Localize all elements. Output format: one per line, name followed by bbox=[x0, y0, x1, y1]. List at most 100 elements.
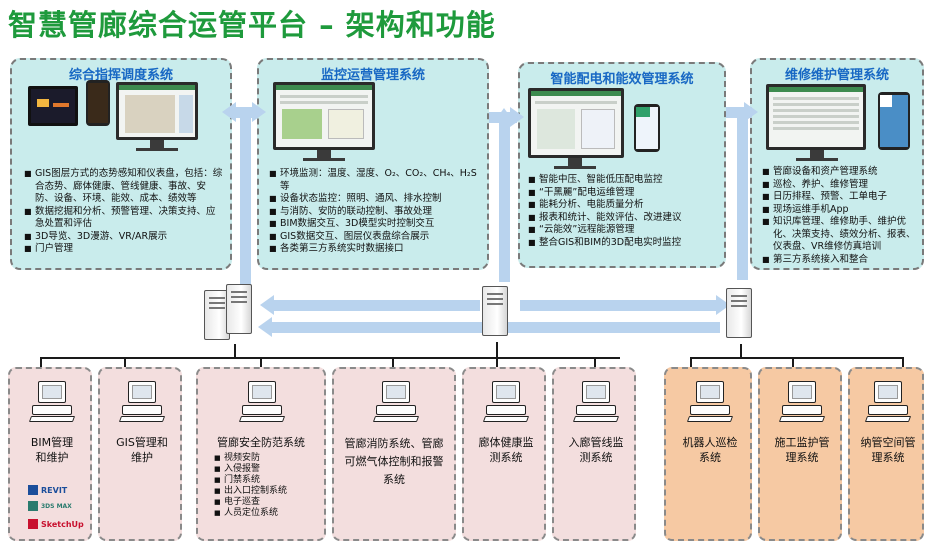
wire-line bbox=[234, 344, 236, 358]
list-item: 入侵报警 bbox=[214, 464, 287, 475]
computer-icon bbox=[372, 381, 420, 423]
arrow-head-icon bbox=[222, 102, 236, 122]
subsystem-gis: GIS管理和维护 bbox=[98, 367, 182, 541]
revit-logo: REVIT bbox=[28, 485, 67, 495]
computer-icon bbox=[864, 381, 912, 423]
panel-command-dispatch: 综合指挥调度系统 GIS图层方式的态势感知和仪表盘，包括：综合态势、廊体健康、管… bbox=[10, 58, 232, 270]
list-item: 智能中压、智能低压配电监控 bbox=[528, 174, 724, 187]
list-item: “干黑麗”配电运维管理 bbox=[528, 187, 724, 200]
list-item: 能耗分析、电能质量分析 bbox=[528, 199, 724, 212]
panel-monitoring-operations: 监控运营管理系统 环境监测：温度、湿度、O₂、CO₂、CH₄、H₂S等 设备状态… bbox=[257, 58, 489, 270]
list-item: 第三方系统接入和整合 bbox=[762, 254, 922, 267]
connector-arrow bbox=[737, 112, 748, 280]
3dsmax-logo: 3DS MAX bbox=[28, 501, 72, 511]
computer-icon bbox=[238, 381, 286, 423]
list-item: 3D导览、3D漫游、VR/AR展示 bbox=[24, 231, 224, 244]
computer-icon bbox=[778, 381, 826, 423]
phone-image bbox=[86, 80, 110, 126]
list-item: 环境监测：温度、湿度、O₂、CO₂、CH₄、H₂S等 bbox=[269, 168, 483, 193]
feature-list: 视频安防 入侵报警 门禁系统 出入口控制系统 电子巡查 人员定位系统 bbox=[214, 453, 287, 519]
connector-arrow bbox=[499, 120, 510, 282]
monitor-image bbox=[28, 86, 78, 126]
panel-title: 监控运营管理系统 bbox=[320, 68, 425, 83]
feature-list: 智能中压、智能低压配电监控 “干黑麗”配电运维管理 能耗分析、电能质量分析 报表… bbox=[528, 174, 724, 249]
wire-line bbox=[40, 357, 620, 359]
feature-list: 环境监测：温度、湿度、O₂、CO₂、CH₄、H₂S等 设备状态监控：照明、通风、… bbox=[269, 168, 483, 256]
max-label: 3DS MAX bbox=[41, 502, 72, 510]
list-item: 知识库管理、维修助手、维护优化、决策支持、绩效分析、报表、仪表盘、VR维修仿真培… bbox=[762, 216, 922, 254]
subsystem-security: 管廊安全防范系统 视频安防 入侵报警 门禁系统 出入口控制系统 电子巡查 人员定… bbox=[196, 367, 326, 541]
arrow-head-icon bbox=[260, 295, 274, 315]
list-item: 各类第三方系统实时数据接口 bbox=[269, 243, 483, 256]
subsystem-name: BIM管理和维护 bbox=[30, 436, 74, 464]
wire-line bbox=[690, 357, 904, 359]
list-item: 视频安防 bbox=[214, 453, 287, 464]
bus-arrow bbox=[270, 300, 480, 311]
subsystem-name: 管廊消防系统、管廊可燃气体控制和报警系统 bbox=[344, 437, 444, 486]
list-item: 整合GIS和BIM的3D配电实时监控 bbox=[528, 237, 724, 250]
computer-icon bbox=[118, 381, 166, 423]
feature-list: GIS图层方式的态势感知和仪表盘，包括：综合态势、廊体健康、管线健康、事故、安防… bbox=[24, 168, 224, 256]
subsystem-space: 纳管空间管理系统 bbox=[848, 367, 924, 541]
connector-arrow bbox=[489, 112, 517, 123]
list-item: GIS图层方式的态势感知和仪表盘，包括：综合态势、廊体健康、管线健康、事故、安防… bbox=[24, 168, 224, 206]
list-item: 管廊设备和资产管理系统 bbox=[762, 166, 922, 179]
computer-icon bbox=[482, 381, 530, 423]
computer-icon bbox=[28, 381, 76, 423]
list-item: 人员定位系统 bbox=[214, 508, 287, 519]
subsystem-name: 管廊安全防范系统 bbox=[217, 436, 305, 449]
panel-title: 维修维护管理系统 bbox=[784, 68, 889, 83]
subsystem-construction: 施工监护管理系统 bbox=[758, 367, 842, 541]
list-item: “云能效”远程能源管理 bbox=[528, 224, 724, 237]
monitor-image bbox=[273, 82, 375, 150]
subsystem-name: 机器人巡检系统 bbox=[682, 436, 738, 464]
connector-arrow bbox=[232, 107, 258, 118]
computer-icon bbox=[572, 381, 620, 423]
list-item: GIS数据交互、图层仪表盘综合展示 bbox=[269, 231, 483, 244]
wire-line bbox=[496, 342, 498, 358]
list-item: 报表和统计、能效评估、改进建议 bbox=[528, 212, 724, 225]
panel-title: 智能配电和能效管理系统 bbox=[550, 72, 694, 87]
monitor-image bbox=[116, 82, 198, 140]
server-icon bbox=[726, 288, 756, 344]
server-icon bbox=[482, 286, 512, 342]
panel-smart-power: 智能配电和能效管理系统 智能中压、智能低压配电监控 “干黑麗”配电运维管理 能耗… bbox=[518, 62, 726, 268]
list-item: BIM数据交互、3D模型实时控制交互 bbox=[269, 218, 483, 231]
connector-arrow bbox=[726, 107, 752, 118]
server-icon bbox=[204, 284, 264, 344]
phone-image bbox=[878, 92, 910, 150]
sketchup-logo: SketchUp bbox=[28, 519, 84, 529]
arrow-head-icon bbox=[252, 102, 266, 122]
list-item: 日历排程、预警、工单电子 bbox=[762, 191, 922, 204]
revit-label: REVIT bbox=[41, 485, 68, 495]
list-item: 数据挖掘和分析、预警管理、决策支持、应急处置和评估 bbox=[24, 206, 224, 231]
panel-title: 综合指挥调度系统 bbox=[68, 68, 173, 83]
phone-image bbox=[634, 104, 660, 152]
subsystem-name: 廊体健康监测系统 bbox=[478, 436, 534, 464]
subsystem-name: GIS管理和维护 bbox=[116, 436, 168, 464]
list-item: 与消防、安防的联动控制、事故处理 bbox=[269, 206, 483, 219]
panel-maintenance: 维修维护管理系统 管廊设备和资产管理系统 巡检、养护、维修管理 日历排程、预警、… bbox=[750, 58, 924, 270]
list-item: 门禁系统 bbox=[214, 475, 287, 486]
list-item: 设备状态监控：照明、通风、排水控制 bbox=[269, 193, 483, 206]
list-item: 门户管理 bbox=[24, 243, 224, 256]
subsystem-name: 纳管空间管理系统 bbox=[860, 436, 916, 464]
subsystem-pipeline: 入廊管线监测系统 bbox=[552, 367, 636, 541]
page-title: 智慧管廊综合运管平台 – 架构和功能 bbox=[8, 8, 496, 42]
list-item: 巡检、养护、维修管理 bbox=[762, 179, 922, 192]
monitor-image bbox=[766, 84, 866, 150]
monitor-image bbox=[528, 88, 624, 158]
list-item: 现场运维手机App bbox=[762, 204, 922, 217]
list-item: 出入口控制系统 bbox=[214, 486, 287, 497]
subsystem-name: 入廊管线监测系统 bbox=[568, 436, 624, 464]
arrow-head-icon bbox=[510, 107, 524, 127]
arrow-head-icon bbox=[744, 102, 758, 122]
subsystem-name: 施工监护管理系统 bbox=[774, 436, 830, 464]
computer-icon bbox=[686, 381, 734, 423]
subsystem-fire: 管廊消防系统、管廊可燃气体控制和报警系统 bbox=[332, 367, 456, 541]
subsystem-robot: 机器人巡检系统 bbox=[664, 367, 752, 541]
connector-arrow bbox=[240, 112, 251, 288]
arrow-head-icon bbox=[258, 317, 272, 337]
feature-list: 管廊设备和资产管理系统 巡检、养护、维修管理 日历排程、预警、工单电子 现场运维… bbox=[762, 166, 922, 266]
wire-line bbox=[740, 344, 742, 358]
